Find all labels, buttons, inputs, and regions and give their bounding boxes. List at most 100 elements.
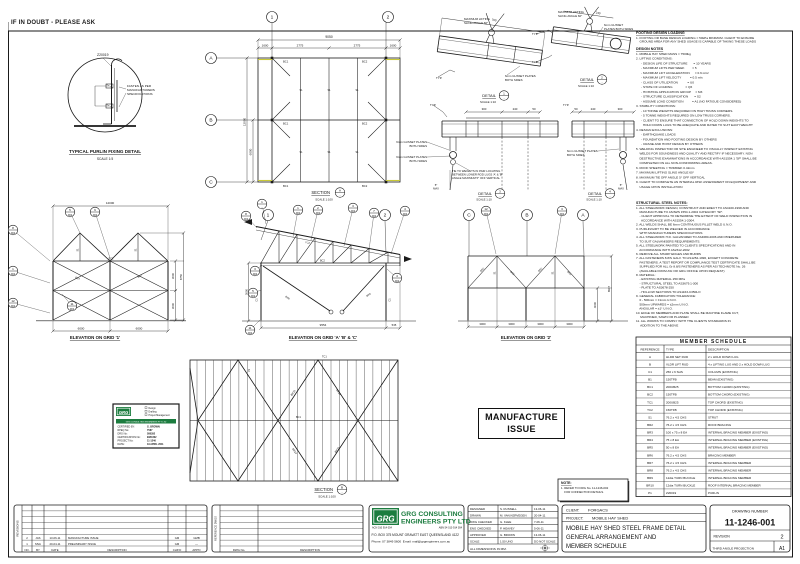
projection-label: THIRD ANGLE PROJECTION [713,546,754,550]
cert-field-label: CERTIFICATION No: [118,436,141,439]
client-value: FORGACS [588,507,608,512]
company-acn: ACN 010 914 054 [372,527,392,530]
member-ref: BR4 [647,438,653,442]
member-type: 50 x 8 EA [666,446,679,450]
drawing-text: SPECIFICATIONS [127,92,153,96]
drawing-text: SCALE 1:10 [476,198,492,202]
notes-line: - EXISTING MATERIAL 250 MPa [636,277,685,281]
notes-line: 0 - 500mm = ±1mm U.N.O. [636,298,677,302]
drawing-text: 535 [392,323,397,327]
cert-service: Design [149,408,157,410]
dimensions-note: ALL DIMENSIONS IN MM. [470,547,507,551]
approval-date: 7-06-11 [534,520,544,524]
cert-field-label: CERTIFIED BY: [118,426,136,429]
drawing-text: TYPICAL PURLIN FIXING DETAIL [69,149,141,154]
notes-line: (AVAILABLE FROM ASI OR GRG OFFICE UPON R… [636,269,725,273]
member-desc: ROOF BRACING [708,423,732,427]
drawing-text: BOTH SIDES [409,144,427,148]
notes-line: 2. ALL WELDS SHALL BE 6mm CONTINUOUS FIL… [636,223,733,227]
member-ref: BC2 [647,393,653,397]
callout-sheet: 002 [68,213,73,217]
notes-line: - STRUCTURAL STEEL TO AS3679.1-300 [636,281,698,285]
cert-field-label: DRG No: [118,433,128,436]
callout-sheet: 002 [11,304,16,308]
grid-bubble-label: A [581,213,585,219]
grid-bubble [463,209,475,221]
drawing-text: DETAIL [588,191,602,196]
member-schedule-table [635,336,792,497]
callout-number: 12 [11,299,15,303]
callout-number: A [339,188,341,192]
callout-number: 1 [297,206,299,210]
notes-line: - MAXIMUM LIFTS PER WEEK = 5 [636,66,697,70]
notes-line: COMPLETED ON ALL NON-CONFORMING AREAS. [636,161,713,165]
callout-number: 11 [70,302,73,306]
drawing-text: 50 [532,107,536,111]
callout-number: 8 [245,212,247,216]
callout-sheet: 002 [560,212,565,216]
member-type: 12dia TURN BUCKLE [666,484,695,488]
notes-line: 7. ALL FASTENERS 8.8/S GALV. TO AS1252-1… [636,256,738,260]
revision-cell: 13-06-11 [50,536,61,540]
member-ref: S1 [648,415,652,419]
company-name: ENGINEERS PTY LTD [401,519,471,526]
stamp-line-2: ISSUE [507,423,536,434]
notes-line: - STATE OF LOADING = Q6 [636,85,692,89]
grid-bubble [205,114,217,126]
member-ref: BR7 [647,461,653,465]
drawing-text: BR2 [566,271,572,277]
drawing-text: 1600 [390,44,397,48]
drawing-text: P1 [248,368,251,372]
grid-bubble [266,11,278,23]
section-a-plan [216,22,401,184]
member-desc: INTERNAL BRACING MEMBER [708,461,752,465]
callout-number: 4 [404,207,406,211]
notes-line: 2. LIFTING CONDITIONS: [636,57,673,61]
drawing-text: BC1 [296,416,301,419]
detail-2 [535,6,632,63]
drawing-text: BR2 [509,271,515,277]
drawing-text: 3000 [537,322,544,326]
callout-sheet: 002 [484,212,489,216]
member-type: 76.2 x 4.5 CHS [666,468,686,472]
drawing-text: S1 [77,248,80,252]
note-title: NOTE: [561,481,572,485]
callout-sheet: - [610,195,611,198]
callout-sheet: 002 [11,231,16,235]
cert-logo-text: GRG [119,410,129,415]
notes-line: - 10 TONNE WEIGHTS REQUIRED ON HIGH TRUS… [636,109,733,113]
drawing-text: SECTION [311,190,330,195]
member-type: 76.2 x 4.5 CHS [666,423,686,427]
notes-line: 6. REMOVE ALL SHARP EDGES AND BURRS [636,252,701,256]
callout-number: 2 [601,75,603,79]
column-header: DWG No. [233,548,246,552]
member-desc: INTERNAL BRACING MEMBER (EXISTING) [708,438,768,442]
approval-role: DWG CHECKED [470,520,492,524]
project-value: MOBILE HAY SHED [592,515,628,520]
notes-line: 1. ALL STEELWORK DESIGN, CONSTRUCT AND E… [636,206,750,210]
drawing-text: SCALE 1:5 [97,157,113,161]
callout-sheet: 002 [351,209,356,213]
grid-bubble [262,209,274,221]
drawing-text: 2775 [354,44,361,48]
approval-role: APPROVED [470,533,486,537]
column-header: DATE [51,548,58,552]
member-type: 76.2 x 4.5 CHS [666,415,686,419]
company-abn: ABN 54 010 914 054 [439,527,463,530]
drawing-text: 3000 [171,302,175,309]
cert-field-label: DATE: [118,443,125,446]
approval-role: DESIGNED [470,507,485,511]
notes-line: MACHINED, SAWN OR PLANNED [636,315,689,319]
notes-line: 5. WELDING INSPECTOR OR SITE ENGINEER TO… [636,147,753,151]
member-ref: BR6 [647,453,653,457]
drawing-text: TYP. [532,32,538,36]
grid-bubble-label: B [209,118,212,124]
member-ref: TC1 [647,400,653,404]
drawing-text: 3000 [245,288,249,295]
member-type: 75 x 8 EA [666,438,679,442]
member-ref: BR8 [647,468,653,472]
member-ref: B [649,362,651,366]
member-desc: INTERNAL BRACING MEMBER (EXISTING) [708,431,768,435]
callout-number: 7 [373,209,375,213]
callout-sheet: - [602,81,603,84]
